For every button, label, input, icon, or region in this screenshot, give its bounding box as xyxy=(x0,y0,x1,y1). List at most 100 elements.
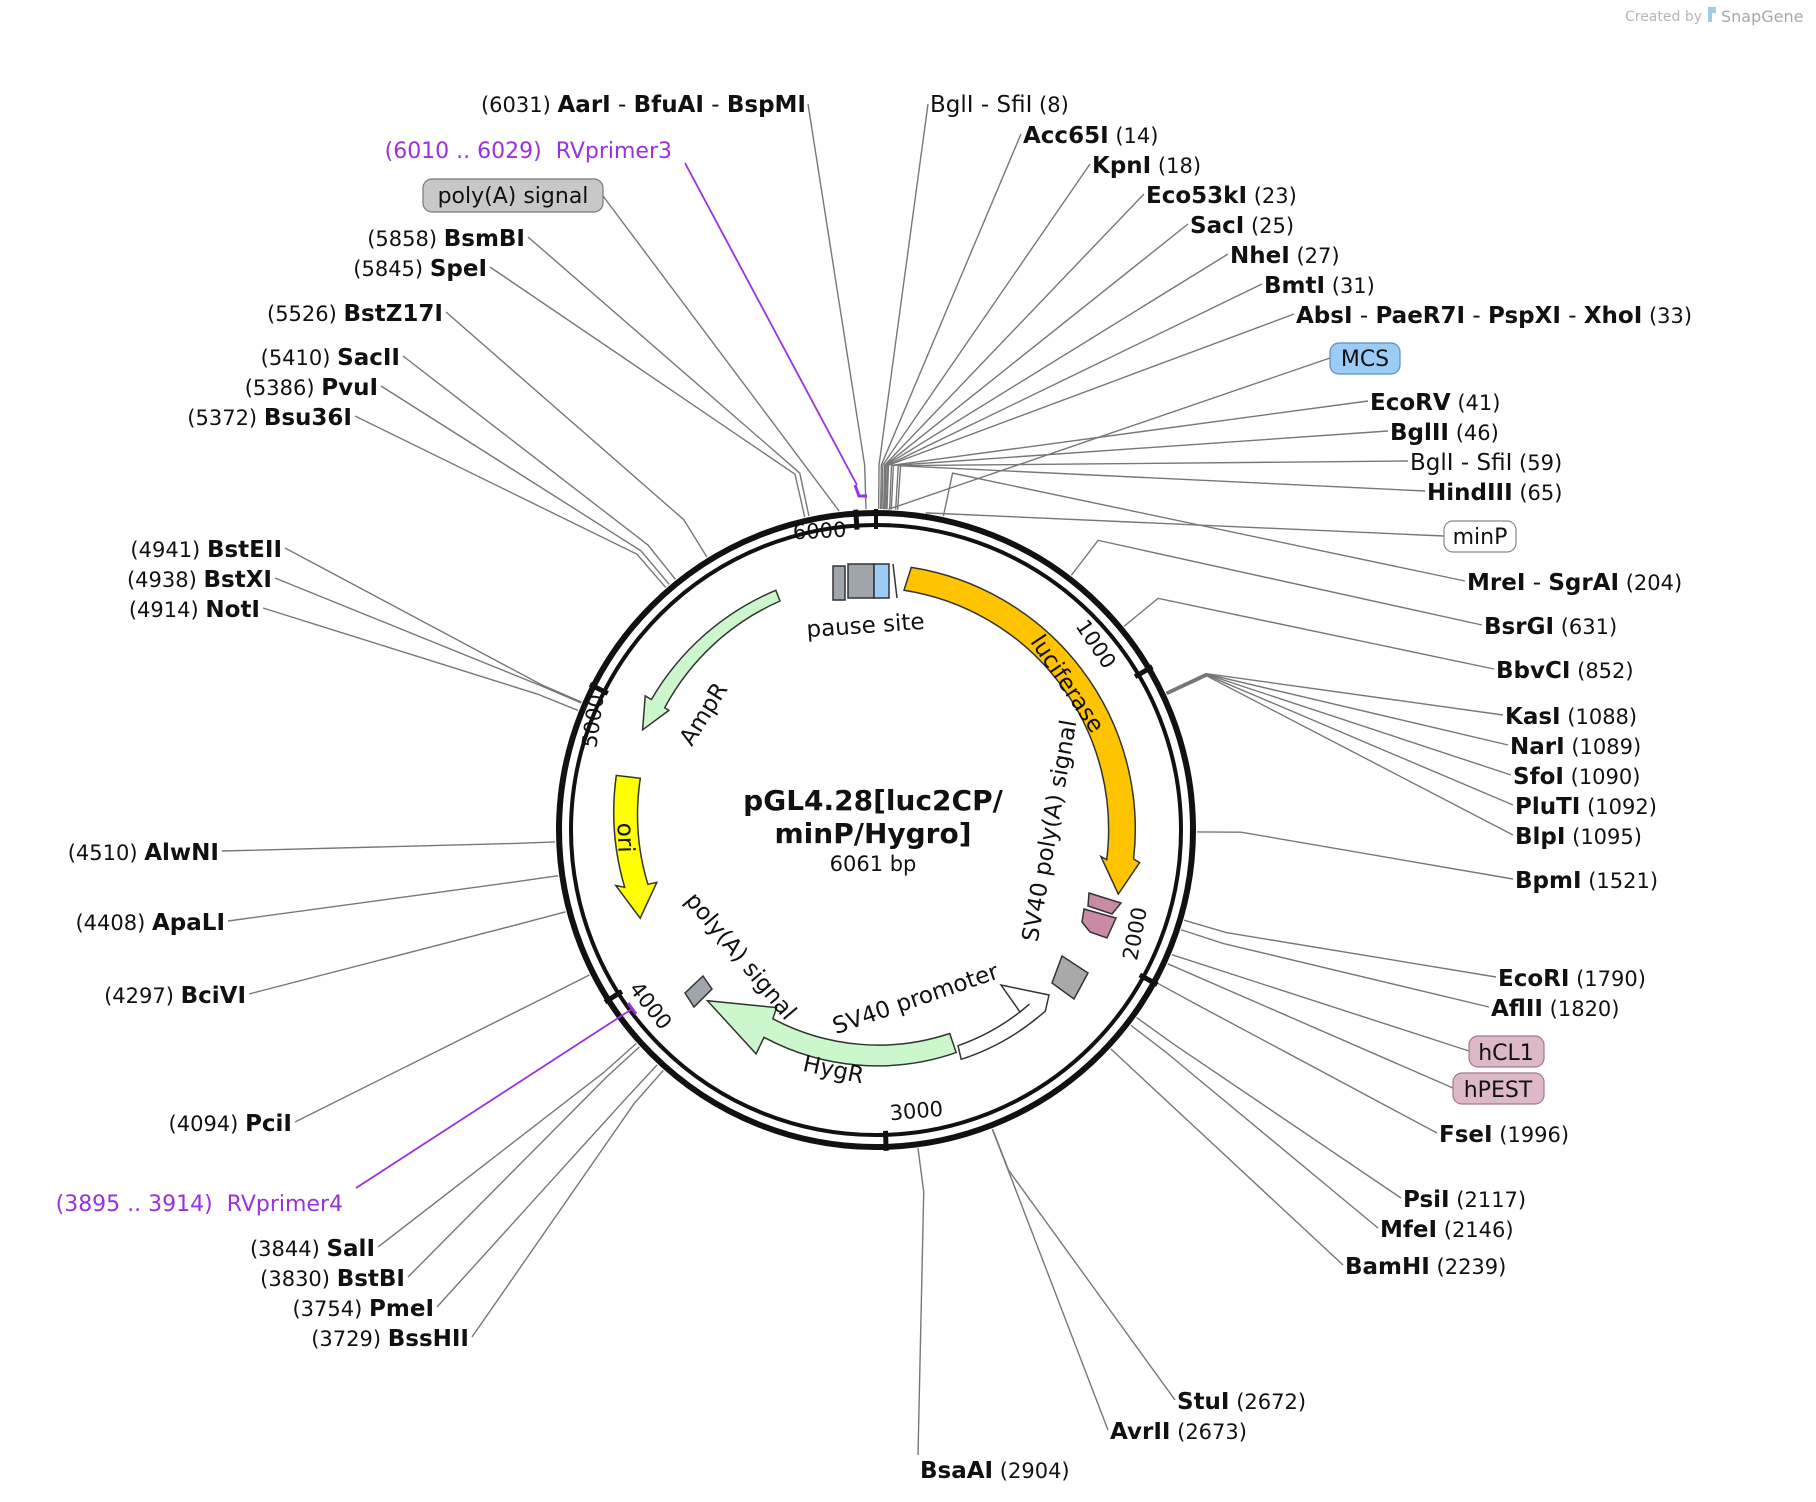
site-label[interactable]: BamHI (2239) xyxy=(1345,1254,1506,1280)
feature-tag-leader xyxy=(602,195,840,512)
site-label[interactable]: (3830) BstBI xyxy=(260,1266,405,1292)
site-label[interactable]: BpmI (1521) xyxy=(1515,868,1658,894)
site-label[interactable]: SfoI (1090) xyxy=(1513,764,1640,790)
site-position: (5845) xyxy=(353,257,423,281)
feature-sv40-polya-signal[interactable] xyxy=(1051,954,1089,1001)
site-label[interactable]: (5410) SacII xyxy=(261,345,400,371)
site-label[interactable]: Eco53kI (23) xyxy=(1146,183,1297,209)
site-label[interactable]: (4094) PciI xyxy=(169,1111,292,1137)
tag-minp-label: minP xyxy=(1453,525,1508,550)
feature-hpest[interactable] xyxy=(1081,908,1118,939)
primer-rvprimer4-label: (3895 .. 3914)RVprimer4 xyxy=(56,1192,343,1217)
enzyme-name: BfuAI xyxy=(634,92,704,118)
site-label[interactable]: (5845) SpeI xyxy=(353,256,487,282)
site-label[interactable]: MreI - SgrAI (204) xyxy=(1467,570,1682,596)
site-leader-line xyxy=(274,577,582,704)
site-label[interactable]: BmtI (31) xyxy=(1264,273,1375,299)
site-label[interactable]: Acc65I (14) xyxy=(1023,123,1158,149)
site-label[interactable]: (4941) BstEII xyxy=(130,537,282,563)
site-label[interactable]: KasI (1088) xyxy=(1505,704,1637,730)
site-label[interactable]: KpnI (18) xyxy=(1092,153,1201,179)
site-label[interactable]: EcoRI (1790) xyxy=(1498,966,1646,992)
feature-pause-site-2[interactable] xyxy=(847,563,875,599)
site-label[interactable]: (3729) BssHII xyxy=(311,1326,469,1352)
site-label[interactable]: BglI - SfiI (8) xyxy=(930,92,1069,118)
credit-brand: SnapGene xyxy=(1721,7,1803,26)
enzyme-name: BstXI xyxy=(203,567,272,593)
site-position: (27) xyxy=(1296,244,1339,268)
primer-rvprimer3-label: (6010 .. 6029)RVprimer3 xyxy=(385,139,672,164)
site-label[interactable]: (4408) ApaLI xyxy=(75,910,225,936)
site-leader-line xyxy=(262,607,579,712)
site-leader-line xyxy=(882,193,1145,510)
tag-hpest[interactable] xyxy=(1452,1072,1545,1105)
site-label[interactable]: (4938) BstXI xyxy=(127,567,272,593)
site-position: (6031) xyxy=(481,93,551,117)
site-position: (1088) xyxy=(1567,705,1637,729)
site-label[interactable]: (4510) AlwNI xyxy=(68,840,219,866)
site-label[interactable]: (4297) BciVI xyxy=(104,983,246,1009)
site-label[interactable]: EcoRV (41) xyxy=(1370,390,1500,416)
enzyme-name: PluTI xyxy=(1515,794,1580,820)
feature-hygr[interactable] xyxy=(705,999,958,1067)
site-label[interactable]: BsrGI (631) xyxy=(1484,614,1617,640)
site-labels: BglI - SfiI (8) Acc65I (14) KpnI (18) Eco53… xyxy=(68,92,1692,1484)
site-leader-line xyxy=(1136,1016,1402,1199)
site-label[interactable]: NheI (27) xyxy=(1230,243,1340,269)
feature-sv40-promoter[interactable] xyxy=(957,983,1050,1061)
site-position: (2904) xyxy=(1000,1459,1070,1483)
site-position: (14) xyxy=(1115,124,1158,148)
site-leader-line xyxy=(1166,675,1514,836)
site-label[interactable]: (5526) BstZ17I xyxy=(267,301,443,327)
site-label[interactable]: AbsI - PaeR7I - PspXI - XhoI (33) xyxy=(1296,303,1692,329)
snapgene-logo-icon xyxy=(1708,7,1716,22)
site-label[interactable]: PluTI (1092) xyxy=(1515,794,1657,820)
backbone-tick-mark xyxy=(883,1130,889,1151)
site-label[interactable]: (5858) BsmBI xyxy=(367,226,525,252)
feature-pause-site-1[interactable] xyxy=(832,565,846,601)
site-label[interactable]: HindIII (65) xyxy=(1427,480,1562,506)
site-label[interactable]: StuI (2672) xyxy=(1177,1389,1306,1415)
site-label[interactable]: (5386) PvuI xyxy=(245,375,378,401)
site-label[interactable]: PsiI (2117) xyxy=(1403,1187,1526,1213)
feature-hcl1[interactable] xyxy=(1087,892,1123,915)
site-label[interactable]: (4914) NotI xyxy=(129,597,260,623)
site-label[interactable]: BlpI (1095) xyxy=(1515,824,1642,850)
site-leader-line xyxy=(881,163,1091,510)
feature-mcs[interactable] xyxy=(873,563,890,599)
site-position: (41) xyxy=(1457,391,1500,415)
site-label[interactable]: AflII (1820) xyxy=(1491,996,1620,1022)
site-position: (631) xyxy=(1561,615,1617,639)
tag-minp[interactable] xyxy=(1443,520,1517,553)
site-label[interactable]: BglI - SfiI (59) xyxy=(1410,450,1562,476)
site-label[interactable]: BbvCI (852) xyxy=(1496,658,1634,684)
site-leader-line xyxy=(942,472,1466,582)
enzyme-name: AlwNI xyxy=(144,840,219,866)
primer-rvprimer3-mark xyxy=(853,484,867,498)
site-label[interactable]: SacI (25) xyxy=(1190,213,1294,239)
tag-hcl1[interactable] xyxy=(1468,1035,1545,1068)
site-label[interactable]: FseI (1996) xyxy=(1439,1122,1569,1148)
site-position: (1996) xyxy=(1499,1123,1569,1147)
site-label[interactable]: BglII (46) xyxy=(1390,420,1499,446)
tag-polya-signal[interactable] xyxy=(422,178,604,213)
site-label[interactable]: BsaAI (2904) xyxy=(920,1458,1070,1484)
feature-ori[interactable] xyxy=(613,774,659,920)
site-label[interactable]: (5372) Bsu36I xyxy=(187,405,352,431)
feature-polya-signal[interactable] xyxy=(684,974,713,1009)
site-leader-line xyxy=(445,311,708,558)
site-label[interactable]: NarI (1089) xyxy=(1510,734,1641,760)
site-label[interactable]: (3844) SalI xyxy=(250,1236,375,1262)
tag-mcs[interactable] xyxy=(1329,342,1401,375)
site-leader-lines xyxy=(221,103,1514,1456)
enzyme-name: BglII xyxy=(1390,420,1449,446)
site-label[interactable]: (3754) PmeI xyxy=(292,1296,434,1322)
backbone-tick-label: 2000 xyxy=(1118,905,1152,962)
site-label[interactable]: (6031) AarI - BfuAI - BspMI xyxy=(481,92,806,118)
site-label[interactable]: AvrII (2673) xyxy=(1110,1419,1247,1445)
enzyme-name: BbvCI xyxy=(1496,658,1570,684)
enzyme-name: BsaAI xyxy=(920,1458,993,1484)
site-label[interactable]: MfeI (2146) xyxy=(1380,1217,1514,1243)
feature-luciferase[interactable] xyxy=(903,566,1141,896)
feature-ampr[interactable] xyxy=(641,589,781,732)
